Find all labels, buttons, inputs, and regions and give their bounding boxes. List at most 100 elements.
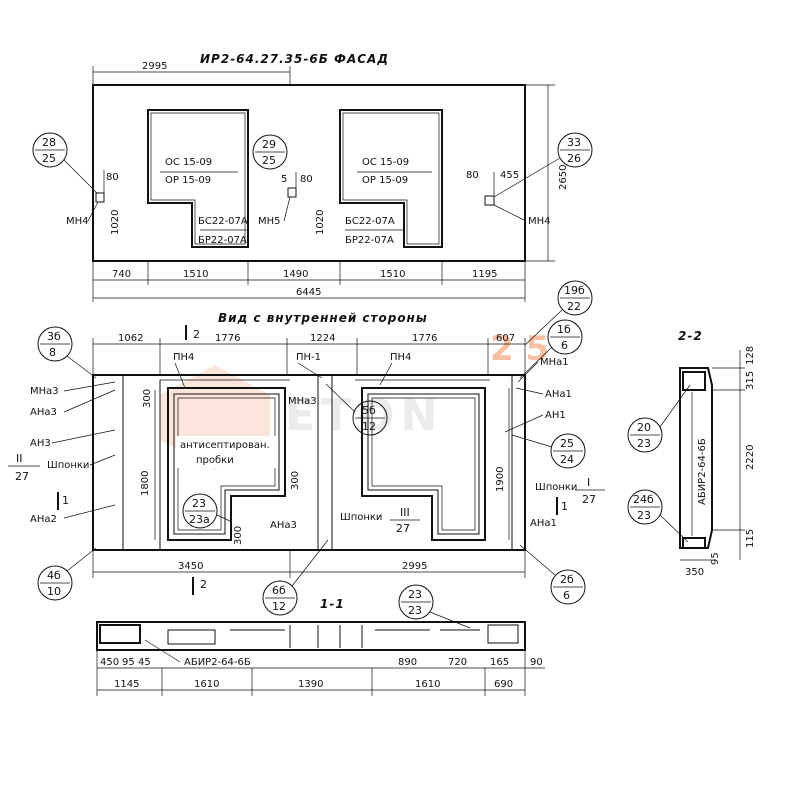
facade-dim-top: 2995	[142, 61, 167, 72]
section-11-dim-b5: 690	[494, 679, 513, 690]
facade-small-6: 455	[500, 170, 519, 181]
roman-marker-III: III 27	[390, 506, 420, 535]
inner-left-label-4: Шпонки	[47, 460, 89, 471]
inner-dim-top-1: 1062	[118, 333, 143, 344]
window-1-label-c: БС22-07А	[198, 216, 248, 227]
facade-title: ИР2-64.27.35-6Б ФАСАД	[200, 52, 389, 66]
inner-left-label-2: АНа3	[30, 407, 57, 418]
inner-label-ana3: АНа3	[270, 520, 297, 531]
inner-height-3: 300	[290, 471, 301, 490]
svg-text:25: 25	[560, 437, 574, 450]
roman-marker-II: II 27	[8, 452, 40, 483]
facade-window-2	[339, 109, 443, 248]
facade-dim-1: 740	[112, 269, 131, 280]
inner-height-1: 300	[142, 389, 153, 408]
inner-right-label-5: АНа1	[530, 518, 557, 529]
inner-dim-top-2: 1776	[215, 333, 240, 344]
svg-text:27: 27	[15, 470, 29, 483]
facade-label-mn4-left: МН4	[66, 216, 89, 227]
svg-text:III: III	[400, 506, 410, 519]
cut-1-left: 1	[62, 494, 69, 507]
facade-label-mn5: МН5	[258, 216, 281, 227]
note-line-2: пробки	[196, 455, 234, 466]
facade-panel	[92, 84, 526, 262]
svg-text:2б: 2б	[560, 573, 574, 586]
facade-small-1: 1020	[110, 210, 121, 235]
window-1-label-b: ОР 15-09	[165, 175, 211, 186]
facade-view: ИР2-64.27.35-6Б ФАСАД 2995 ОС 15-09 ОР 1…	[32, 52, 593, 302]
svg-text:II: II	[16, 452, 23, 465]
inner-label-mna3: МНа3	[288, 396, 317, 407]
facade-small-5: 80	[466, 170, 479, 181]
svg-text:19б: 19б	[564, 284, 585, 297]
svg-text:23а: 23а	[189, 513, 210, 526]
svg-text:20: 20	[637, 421, 651, 434]
section-11-dim-a7: 90	[530, 657, 543, 668]
cut-1-right: 1	[561, 500, 568, 513]
facade-small-0: 80	[106, 172, 119, 183]
inner-dim-top-4: 1776	[412, 333, 437, 344]
section-11-dim-a3: 45	[138, 657, 151, 668]
section-11-title: 1-1	[320, 597, 345, 611]
section-22-label: АБИР2-64-6Б	[697, 438, 708, 505]
facade-dim-2: 1510	[183, 269, 208, 280]
svg-text:29: 29	[262, 138, 276, 151]
inner-label-pn4-a: ПН4	[173, 352, 194, 363]
svg-text:27: 27	[582, 493, 596, 506]
window-2-label-a: ОС 15-09	[362, 157, 409, 168]
svg-text:27: 27	[396, 522, 410, 535]
inner-dim-top-5: 607	[496, 333, 515, 344]
svg-text:6б: 6б	[272, 584, 286, 597]
window-2-label-c: БС22-07А	[345, 216, 395, 227]
section-11-dim-b4: 1610	[415, 679, 440, 690]
facade-small-4: 1020	[315, 210, 326, 235]
section-11-outline	[96, 621, 526, 651]
section-22-dim-6: 350	[685, 567, 704, 578]
facade-dim-3: 1490	[283, 269, 308, 280]
inner-height-4: 1900	[495, 467, 506, 492]
facade-dim-4: 1510	[380, 269, 405, 280]
section-11-label: АБИР2-64-6Б	[184, 657, 251, 668]
inner-panel	[92, 374, 526, 551]
svg-text:1б: 1б	[557, 323, 571, 336]
svg-text:23: 23	[408, 588, 422, 601]
svg-text:33: 33	[567, 136, 581, 149]
roman-marker-I: I 27	[575, 476, 605, 506]
inner-opening-1	[167, 387, 286, 541]
note-line-1: антисептирован.	[180, 440, 270, 451]
svg-text:23: 23	[637, 509, 651, 522]
window-2-label-d: БР22-07А	[345, 235, 394, 246]
inner-label-pn4-b: ПН4	[390, 352, 411, 363]
facade-marker-2: 29 25	[252, 134, 288, 170]
inner-dim-top-3: 1224	[310, 333, 335, 344]
svg-text:5б: 5б	[362, 404, 376, 417]
inner-dim-bottom-2: 2995	[402, 561, 427, 572]
facade-total: 6445	[296, 287, 321, 298]
inner-right-label-4: Шпонки	[535, 482, 577, 493]
section-11-dim-a2: 95	[122, 657, 135, 668]
facade-height: 2650	[558, 165, 569, 190]
inner-height-2: 1800	[140, 471, 151, 496]
section-11-dim-b3: 1390	[298, 679, 323, 690]
section-22-dim-1: 128	[745, 346, 756, 365]
cut-2-top: 2	[193, 328, 200, 341]
inner-left-label-5: АНа2	[30, 514, 57, 525]
window-1-label-a: ОС 15-09	[165, 157, 212, 168]
inner-right-label-1: МНа1	[540, 357, 569, 368]
section-11-dim-a1: 450	[100, 657, 119, 668]
inner-view: Вид с внутренней стороны 2 1062 1776 122…	[8, 280, 605, 616]
facade-dim-5: 1195	[472, 269, 497, 280]
inner-left-label-1: МНа3	[30, 386, 59, 397]
window-1-label-d: БР22-07А	[198, 235, 247, 246]
facade-marker-1: 28 25	[32, 132, 98, 194]
inner-opening-2	[361, 387, 486, 541]
